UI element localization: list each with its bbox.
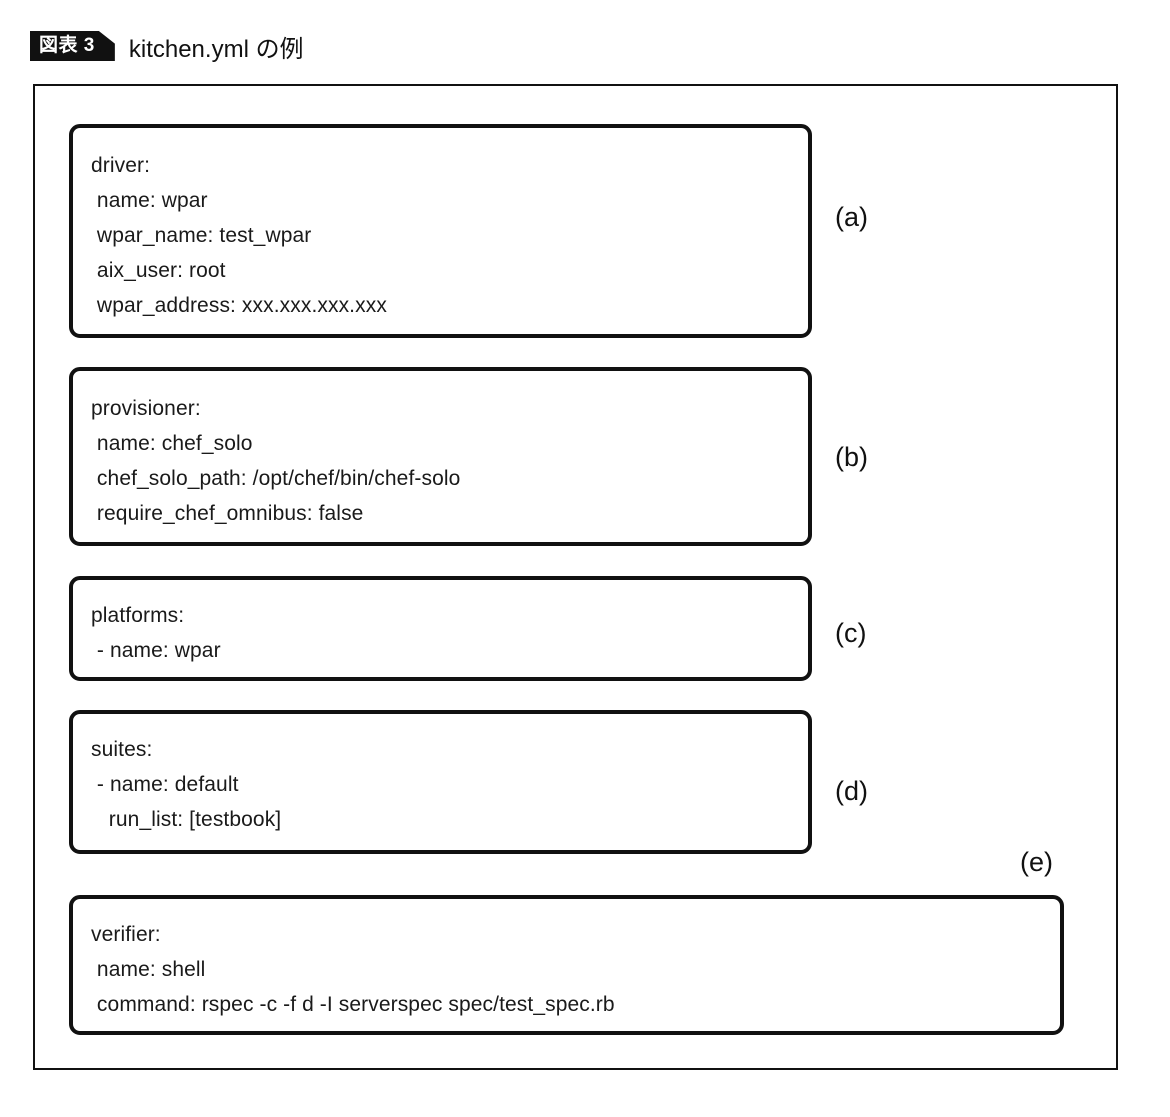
code-line: - name: default (91, 773, 239, 796)
code-line: driver: (91, 154, 151, 177)
figure-number-badge: 図表 3 (30, 31, 115, 61)
code-line: command: rspec -c -f d -I serverspec spe… (91, 993, 615, 1016)
code-block-verifier-lines: verifier: name: shell command: rspec -c … (91, 917, 1052, 1022)
code-line: wpar_name: test_wpar (91, 224, 312, 247)
code-line: name: chef_solo (91, 432, 253, 455)
code-line: - name: wpar (91, 639, 221, 662)
figure-frame: driver: name: wpar wpar_name: test_wpar … (33, 84, 1118, 1070)
code-block-suites-lines: suites: - name: default run_list: [testb… (91, 732, 800, 837)
code-line: name: wpar (91, 189, 208, 212)
code-block-provisioner: provisioner: name: chef_solo chef_solo_p… (69, 367, 812, 546)
code-block-driver-lines: driver: name: wpar wpar_name: test_wpar … (91, 148, 800, 323)
group-label-c: (c) (835, 618, 867, 648)
code-line: wpar_address: xxx.xxx.xxx.xxx (91, 294, 387, 317)
code-block-driver: driver: name: wpar wpar_name: test_wpar … (69, 124, 812, 338)
code-line: provisioner: (91, 397, 201, 420)
code-block-platforms-lines: platforms: - name: wpar (91, 598, 800, 668)
code-line: verifier: (91, 923, 161, 946)
code-line: suites: (91, 738, 153, 761)
group-label-b: (b) (835, 442, 868, 472)
code-line: run_list: [testbook] (91, 808, 282, 831)
figure-title: kitchen.yml の例 (128, 35, 304, 63)
code-line: platforms: (91, 604, 185, 627)
code-block-suites: suites: - name: default run_list: [testb… (69, 710, 812, 854)
code-block-platforms: platforms: - name: wpar (69, 576, 812, 681)
code-line: require_chef_omnibus: false (91, 502, 364, 525)
code-line: name: shell (91, 958, 206, 981)
code-block-provisioner-lines: provisioner: name: chef_solo chef_solo_p… (91, 391, 800, 531)
group-label-a: (a) (835, 202, 868, 232)
group-label-e: (e) (1020, 847, 1053, 877)
code-block-verifier: verifier: name: shell command: rspec -c … (69, 895, 1064, 1035)
code-line: chef_solo_path: /opt/chef/bin/chef-solo (91, 467, 461, 490)
group-label-d: (d) (835, 776, 868, 806)
code-line: aix_user: root (91, 259, 226, 282)
figure-caption: 図表 3 kitchen.yml の例 (30, 28, 304, 64)
